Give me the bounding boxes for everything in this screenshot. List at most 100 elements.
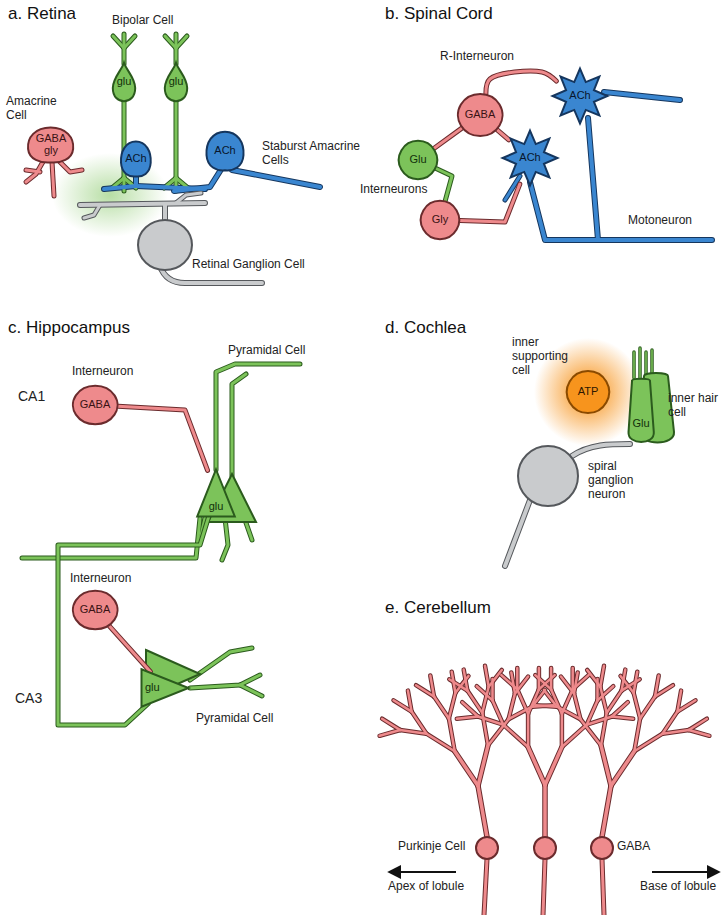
- neurite: [561, 714, 564, 747]
- axon-connector: [460, 184, 520, 222]
- neurite: [588, 118, 712, 240]
- neurite-outline: [434, 697, 449, 719]
- cell-name: Motoneuron: [628, 214, 692, 228]
- cell-name: spiral ganglion neuron: [588, 460, 648, 501]
- cell-body: [553, 69, 608, 124]
- neurite: [601, 713, 607, 746]
- neurite: [427, 734, 455, 752]
- neurite: [587, 717, 612, 725]
- transmitter-label: glu: [117, 76, 132, 88]
- neurite: [574, 672, 578, 693]
- neurite: [174, 168, 222, 191]
- neurite-outline: [505, 500, 530, 566]
- neurite-outline: [240, 685, 262, 696]
- neurite: [165, 36, 176, 48]
- neurite: [501, 675, 517, 689]
- neurite: [175, 34, 178, 46]
- neurite-outline: [484, 859, 487, 915]
- cell-name: Purkinje Cell: [398, 840, 465, 854]
- cell-label-box: GABA: [457, 93, 503, 137]
- neurite-outline: [601, 713, 607, 746]
- neurite: [634, 693, 641, 719]
- neurite-outline: [634, 734, 662, 752]
- cell-label-box: glu: [162, 62, 190, 102]
- neurite: [516, 668, 519, 689]
- neurite: [484, 859, 487, 915]
- neurite: [26, 160, 44, 182]
- transmitter-label: GABA: [80, 399, 111, 411]
- neurite: [190, 675, 260, 688]
- cell-name: Staburst Amacrine Cells: [262, 140, 362, 168]
- pyramidal-cell: glu: [140, 668, 190, 708]
- neurite: [449, 719, 455, 752]
- neurite: [543, 859, 545, 915]
- axon-outline: [486, 71, 556, 94]
- neurite-outline: [503, 725, 528, 747]
- neurite: [581, 719, 602, 745]
- cell-label-box: GABA: [72, 385, 118, 425]
- neurite-outline: [572, 444, 630, 456]
- cell-label-box: Glu: [398, 140, 438, 180]
- cell-name: R-Interneuron: [440, 50, 514, 64]
- bipolar-cell: glu: [162, 62, 190, 102]
- cell-outline: [625, 378, 657, 444]
- neurite-outline: [190, 675, 260, 688]
- axon-connector: [118, 406, 207, 470]
- neurite-outline: [174, 100, 179, 178]
- neurite: [544, 690, 557, 707]
- neurite: [52, 162, 54, 196]
- neurite: [633, 352, 635, 378]
- axon-connector: [109, 626, 150, 672]
- neurite: [530, 182, 600, 240]
- neurite: [176, 36, 187, 48]
- neurite-outline: [602, 786, 611, 837]
- axon-outline: [460, 184, 520, 222]
- neurite: [611, 751, 634, 786]
- purkinje-soma: [534, 837, 556, 859]
- neurite-outline: [543, 859, 545, 915]
- axon-outline: [58, 516, 209, 725]
- neurite: [602, 786, 611, 837]
- neurite-outline: [640, 697, 655, 719]
- neurite: [400, 730, 426, 734]
- neurite: [124, 36, 135, 48]
- neurite: [434, 697, 449, 719]
- neurite-outline: [588, 118, 712, 240]
- cell-label-box: ACh: [119, 140, 153, 178]
- cell-body: [142, 669, 189, 707]
- neurite-outline: [560, 714, 565, 747]
- amacrine-cell: GABA gly: [25, 126, 76, 164]
- transmitter-label: glu: [169, 76, 184, 88]
- transmitter-label: ACh: [214, 145, 235, 157]
- neurite: [462, 702, 478, 716]
- neurite: [639, 348, 641, 378]
- neurite: [412, 712, 427, 734]
- neurite-outline: [528, 747, 545, 785]
- neurite: [545, 747, 562, 785]
- cell-body: [458, 94, 503, 136]
- starburst-amacrine-cell: ACh: [119, 140, 153, 178]
- cell-name: Retinal Ganglion Cell: [192, 258, 305, 272]
- neurite-outline: [449, 693, 456, 719]
- cell-label-box: ACh: [552, 68, 608, 124]
- pyramidal-cell: glu: [196, 468, 236, 518]
- axon-outline: [118, 406, 207, 470]
- neurites: [22, 34, 712, 915]
- neurite-outline: [600, 666, 604, 687]
- neurite: [562, 725, 587, 747]
- axon-connector: [434, 128, 461, 148]
- axon-connector: [58, 516, 209, 725]
- neurite: [489, 670, 502, 687]
- neurite: [485, 666, 489, 687]
- neurite-outline: [689, 719, 707, 730]
- hair-cell: Glu: [625, 378, 657, 444]
- neurite-outline: [604, 92, 680, 100]
- neurite: [505, 500, 530, 566]
- transmitter-label: glu: [209, 501, 224, 513]
- neurite: [601, 745, 611, 785]
- neurite: [677, 700, 695, 711]
- neurite: [232, 170, 320, 187]
- neurite: [634, 719, 640, 752]
- neurite: [449, 693, 456, 719]
